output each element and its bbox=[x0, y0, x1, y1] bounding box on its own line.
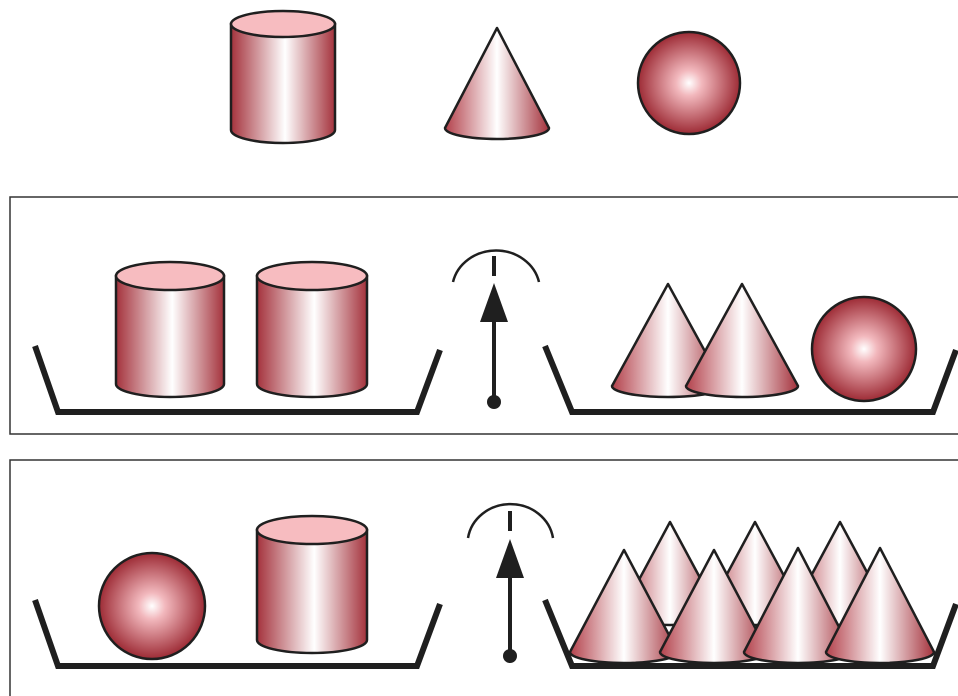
sphere-icon bbox=[810, 295, 918, 403]
cylinder-icon bbox=[255, 514, 369, 655]
left-pan bbox=[32, 599, 443, 669]
cone-icon bbox=[824, 546, 936, 665]
legend-row bbox=[229, 9, 742, 145]
legend-cylinder-icon bbox=[229, 9, 337, 145]
legend-sphere-icon bbox=[636, 30, 742, 136]
balance-panel-2 bbox=[9, 459, 958, 696]
cylinder-icon bbox=[255, 260, 369, 399]
left-pan bbox=[32, 345, 443, 415]
balance-indicator bbox=[466, 502, 555, 663]
right-pan bbox=[542, 344, 958, 415]
balance-panel-1 bbox=[9, 196, 958, 435]
legend-cone-icon bbox=[443, 26, 551, 141]
sphere-icon bbox=[97, 551, 207, 661]
cylinder-icon bbox=[114, 260, 226, 399]
right-pan bbox=[542, 598, 958, 669]
cone-icon bbox=[684, 282, 800, 399]
balance-indicator bbox=[451, 249, 541, 409]
